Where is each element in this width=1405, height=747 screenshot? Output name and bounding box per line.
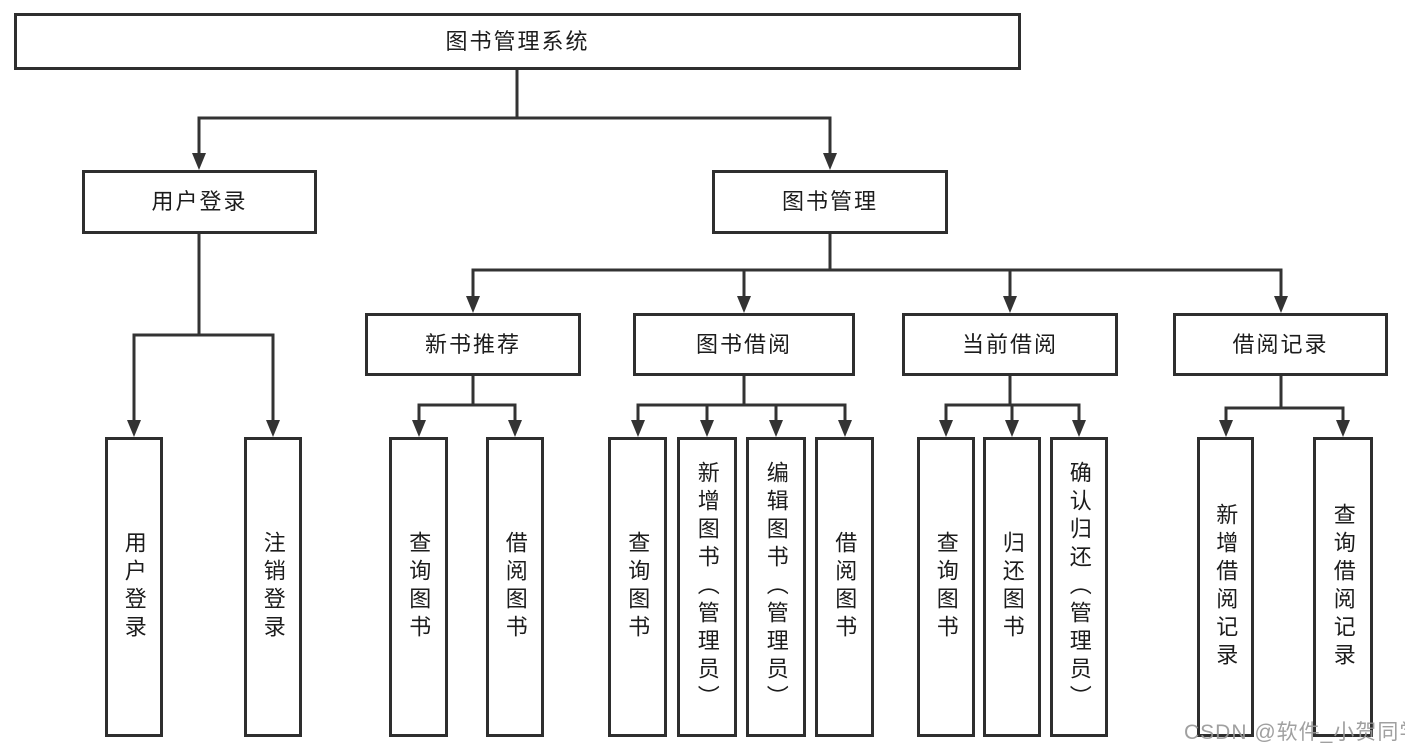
- node-leaf-label: 查询图书: [625, 531, 651, 643]
- node-leaf-label: 查询图书: [933, 531, 959, 643]
- connector-root: [197, 69, 832, 156]
- node-leaf-label: 查询借阅记录: [1330, 503, 1356, 671]
- arrow-down-icon: [1336, 420, 1350, 437]
- arrow-down-icon: [1005, 420, 1019, 437]
- node-leaf-label: 归还图书: [999, 531, 1025, 643]
- node-leaf-label: 用户登录: [121, 531, 147, 643]
- node-leaf-label: 借阅图书: [502, 531, 528, 643]
- node-leaf-return-books: 归还图书: [983, 437, 1041, 737]
- arrow-down-icon: [1274, 296, 1288, 313]
- watermark: CSDN @软件_小贺同学: [1184, 721, 1405, 744]
- connector-group-borrow-records: [1224, 376, 1345, 424]
- connector-group-current-borrow: [944, 376, 1081, 423]
- node-leaf-label: 编辑图书（管理员）: [763, 461, 789, 713]
- arrow-down-icon: [508, 420, 522, 437]
- connector-path-group: [132, 69, 1345, 424]
- node-root-label: 图书管理系统: [445, 28, 590, 54]
- node-leaf-add-borrow-record: 新增借阅记录: [1197, 437, 1254, 737]
- arrow-down-icon: [823, 153, 837, 170]
- node-group-new-books: 新书推荐: [365, 313, 581, 376]
- node-root: 图书管理系统: [14, 13, 1021, 70]
- node-leaf-label: 注销登录: [260, 531, 286, 643]
- connector-book-mgmt: [471, 234, 1283, 299]
- arrow-down-icon: [192, 153, 206, 170]
- connector-user-login: [132, 234, 275, 423]
- node-leaf-edit-books-admin: 编辑图书（管理员）: [746, 437, 806, 737]
- arrow-down-icon: [700, 420, 714, 437]
- node-group-label: 当前借阅: [961, 331, 1058, 357]
- arrow-down-icon: [769, 420, 783, 437]
- arrow-down-icon: [1072, 420, 1086, 437]
- arrow-down-icon: [631, 420, 645, 437]
- node-leaf-add-books-admin: 新增图书（管理员）: [677, 437, 737, 737]
- arrowhead-group: [127, 153, 1350, 437]
- node-leaf-logout: 注销登录: [244, 437, 302, 737]
- node-group-borrow-records: 借阅记录: [1173, 313, 1388, 376]
- arrow-down-icon: [838, 420, 852, 437]
- connector-group-new-books: [417, 376, 517, 423]
- arrow-down-icon: [412, 420, 426, 437]
- arrow-down-icon: [266, 420, 280, 437]
- node-leaf-query-books: 查询图书: [389, 437, 448, 737]
- node-group-label: 新书推荐: [424, 331, 521, 357]
- connector-group-book-borrow: [636, 376, 847, 423]
- node-leaf-label: 新增借阅记录: [1213, 503, 1239, 671]
- node-leaf-label: 确认归还（管理员）: [1066, 461, 1092, 713]
- node-user-login: 用户登录: [82, 170, 317, 234]
- node-group-label: 图书借阅: [695, 331, 792, 357]
- node-leaf-borrow-books: 借阅图书: [486, 437, 544, 737]
- node-leaf-label: 查询图书: [406, 531, 432, 643]
- node-user-login-label: 用户登录: [151, 189, 248, 214]
- node-leaf-query-books: 查询图书: [917, 437, 975, 737]
- arrow-down-icon: [466, 296, 480, 313]
- node-group-current-borrow: 当前借阅: [902, 313, 1118, 376]
- arrow-down-icon: [1003, 296, 1017, 313]
- node-group-book-borrow: 图书借阅: [633, 313, 855, 376]
- node-leaf-query-books: 查询图书: [608, 437, 667, 737]
- node-leaf-confirm-return-admin: 确认归还（管理员）: [1050, 437, 1108, 737]
- node-leaf-label: 借阅图书: [832, 531, 858, 643]
- node-book-mgmt-label: 图书管理: [781, 189, 878, 214]
- node-book-mgmt: 图书管理: [712, 170, 948, 234]
- node-group-label: 借阅记录: [1232, 331, 1329, 357]
- node-leaf-borrow-books: 借阅图书: [815, 437, 874, 737]
- arrow-down-icon: [1219, 420, 1233, 437]
- node-leaf-user-login: 用户登录: [105, 437, 163, 737]
- arrow-down-icon: [737, 296, 751, 313]
- node-leaf-query-borrow-record: 查询借阅记录: [1313, 437, 1373, 737]
- arrow-down-icon: [939, 420, 953, 437]
- arrow-down-icon: [127, 420, 141, 437]
- node-leaf-label: 新增图书（管理员）: [694, 461, 720, 713]
